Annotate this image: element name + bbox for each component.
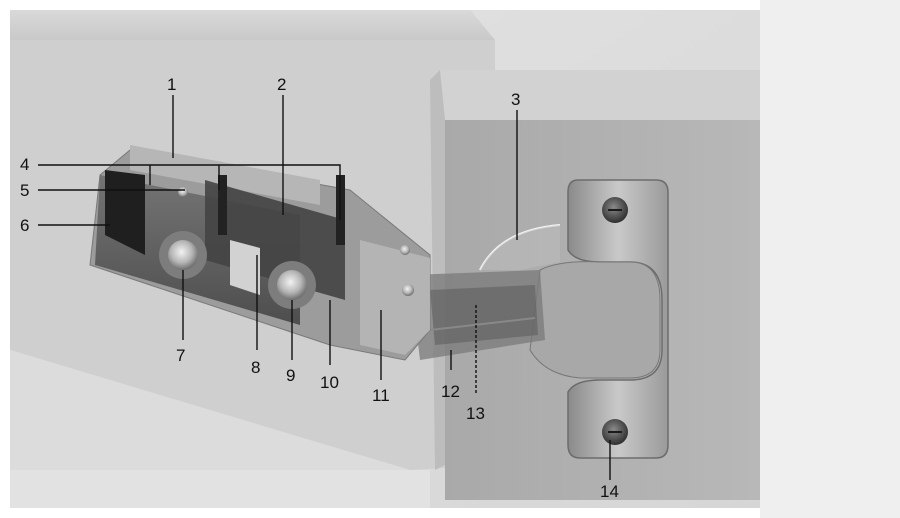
callout-4: 4 [20, 155, 30, 174]
callout-6: 6 [20, 216, 30, 235]
callout-11: 11 [372, 386, 390, 405]
callout-1: 1 [167, 75, 177, 94]
callout-7: 7 [176, 346, 186, 365]
callout-12: 12 [441, 382, 460, 401]
callout-9: 9 [286, 366, 296, 385]
callout-3: 3 [511, 90, 521, 109]
callout-8: 8 [251, 358, 261, 377]
callout-10: 10 [320, 373, 339, 392]
callout-13: 13 [466, 404, 485, 423]
callout-5: 5 [20, 181, 30, 200]
callout-2: 2 [277, 75, 287, 94]
callout-14: 14 [600, 482, 619, 501]
